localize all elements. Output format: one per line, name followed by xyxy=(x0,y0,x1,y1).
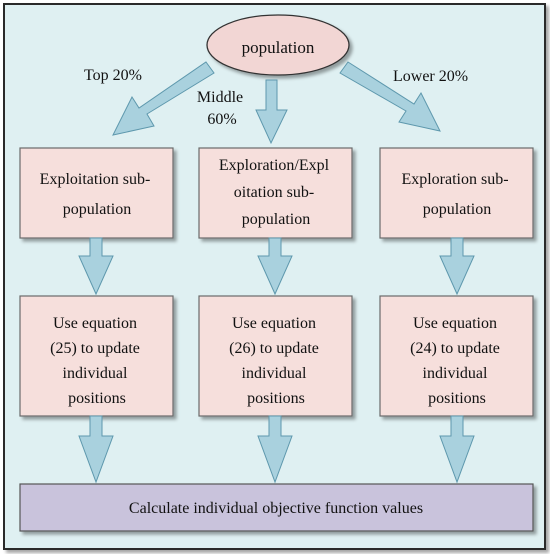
update-eq25-line-2: (25) to update xyxy=(50,340,140,357)
update-eq26-line-4: positions xyxy=(247,390,305,407)
update-eq26-line-1: Use equation xyxy=(232,315,316,332)
update-eq25-line-3: individual xyxy=(63,365,128,382)
branch-label-middle: Middle 60% xyxy=(197,89,247,128)
update-eq24-line-1: Use equation xyxy=(413,315,497,332)
subpopulation-box-mixed xyxy=(198,147,353,239)
subpopulation-exploration-line-2: population xyxy=(423,201,491,218)
subpopulation-mixed-line-3: population xyxy=(242,211,310,228)
update-eq24-line-4: positions xyxy=(428,390,486,407)
update-eq26-line-3: individual xyxy=(242,365,307,382)
subpopulation-mixed-line-1: Exploration/Expl xyxy=(219,157,330,174)
objective-function-box xyxy=(19,483,534,532)
update-label-eq25: Use equation (25) to update individual p… xyxy=(50,315,144,407)
subpopulation-mixed-line-2: oitation sub- xyxy=(234,184,314,201)
update-eq25-line-4: positions xyxy=(68,390,126,407)
update-box-eq25 xyxy=(19,295,174,417)
population-label: population xyxy=(242,38,315,57)
update-box-eq26 xyxy=(198,295,353,417)
subpopulation-box-exploration xyxy=(379,147,534,239)
update-eq26-line-2: (26) to update xyxy=(229,340,319,357)
arrow-eq25-to-final xyxy=(78,415,114,484)
arrow-lower-branch xyxy=(339,61,441,132)
branch-label-lower: Lower 20% xyxy=(393,68,468,85)
subpopulation-box-exploitation xyxy=(19,147,174,239)
branch-label-top: Top 20% xyxy=(84,67,142,84)
subpopulation-label-exploration: Exploration sub- population xyxy=(401,171,512,218)
branch-label-top-line: Top 20% xyxy=(84,67,142,84)
arrow-top-branch xyxy=(112,61,215,136)
arrow-exploitation-to-update xyxy=(78,237,114,296)
subpopulation-exploration-line-1: Exploration sub- xyxy=(401,171,508,188)
population-ellipse xyxy=(206,14,350,76)
arrow-mixed-to-update xyxy=(257,237,293,296)
arrow-exploration-to-update xyxy=(439,237,475,296)
arrow-eq24-to-final xyxy=(439,415,475,484)
subpopulation-label-exploitation: Exploitation sub- population xyxy=(40,171,155,218)
subpopulation-label-mixed: Exploration/Expl oitation sub- populatio… xyxy=(219,157,333,228)
update-eq24-line-3: individual xyxy=(423,365,488,382)
update-eq25-line-1: Use equation xyxy=(53,315,137,332)
update-label-eq24: Use equation (24) to update individual p… xyxy=(410,315,504,407)
update-box-eq24 xyxy=(379,295,534,417)
arrow-middle-branch xyxy=(255,79,288,145)
subpopulation-exploitation-line-2: population xyxy=(63,201,131,218)
objective-function-label: Calculate individual objective function … xyxy=(129,500,423,517)
arrow-eq26-to-final xyxy=(257,415,293,484)
update-eq24-line-2: (24) to update xyxy=(410,340,500,357)
update-label-eq26: Use equation (26) to update individual p… xyxy=(229,315,323,407)
branch-label-middle-line-1: Middle xyxy=(197,89,243,106)
branch-label-lower-line: Lower 20% xyxy=(393,68,468,85)
subpopulation-exploitation-line-1: Exploitation sub- xyxy=(40,171,151,188)
branch-label-middle-line-2: 60% xyxy=(207,111,236,128)
